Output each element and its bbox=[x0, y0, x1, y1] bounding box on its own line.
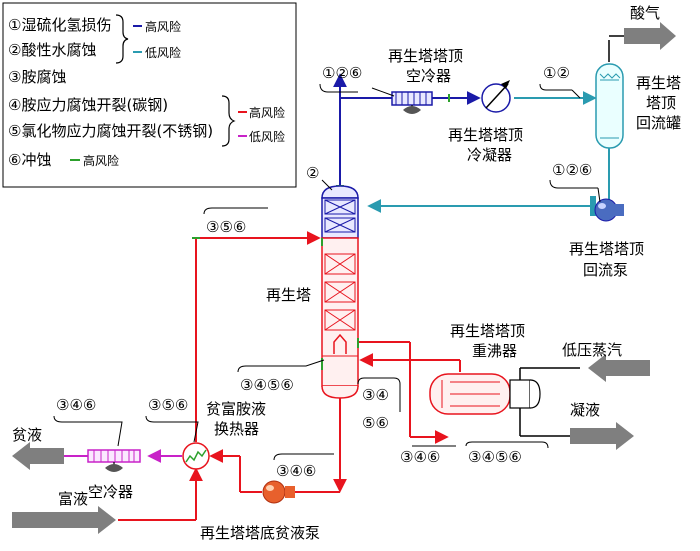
marker-air-cooler-top: ①②⑥ bbox=[322, 64, 362, 82]
marker-column-bottom-a: ③④ bbox=[362, 386, 389, 404]
lean-label: 贫液 bbox=[12, 426, 42, 444]
top-air-cooler-label-2: 空冷器 bbox=[406, 67, 451, 85]
amine-piping bbox=[64, 231, 461, 521]
legend-item-3: ③胺腐蚀 bbox=[8, 68, 66, 86]
bottom-air-cooler bbox=[87, 449, 141, 472]
legend-item-4: ④胺应力腐蚀开裂(碳钢) bbox=[8, 96, 168, 114]
lean-rich-exchanger bbox=[182, 442, 210, 470]
marker-reboiler-in: ③④⑥ bbox=[400, 448, 440, 466]
fan-icon bbox=[105, 464, 123, 472]
reboiler-label-1: 再生塔塔顶 bbox=[450, 322, 525, 340]
reflux-pump bbox=[590, 196, 624, 222]
reboiler bbox=[429, 367, 580, 437]
overhead-piping bbox=[333, 35, 624, 213]
brace-icon bbox=[115, 14, 129, 64]
reflux-pump-label-2: 回流泵 bbox=[583, 261, 628, 279]
exchanger-label-1: 贫富胺液 bbox=[206, 400, 266, 418]
legend-item-1: ①湿硫化氢损伤 bbox=[8, 16, 111, 34]
lean-arrow-icon bbox=[12, 442, 64, 470]
acid-gas-arrow-icon bbox=[624, 22, 676, 50]
fan-icon bbox=[403, 106, 421, 114]
legend-high-2: 高风险 bbox=[249, 105, 285, 120]
marker-air-cooler-bottom: ③④⑥ bbox=[56, 396, 96, 414]
reboiler-label-2: 重沸器 bbox=[472, 342, 517, 360]
top-air-cooler-label-1: 再生塔塔顶 bbox=[388, 47, 463, 65]
regenerator-column bbox=[321, 185, 359, 399]
legend-high-1: 高风险 bbox=[145, 19, 181, 34]
marker-column-side: ③④⑤⑥ bbox=[240, 376, 294, 394]
marker-pump-out: ①②⑥ bbox=[552, 161, 592, 179]
legend-item-5: ⑤氯化物应力腐蚀开裂(不锈钢) bbox=[8, 122, 213, 140]
legend: ①湿硫化氢损伤 ②酸性水腐蚀 ③胺腐蚀 ④胺应力腐蚀开裂(碳钢) ⑤氯化物应力腐… bbox=[2, 2, 297, 188]
top-air-cooler bbox=[391, 91, 433, 114]
marker-reboiler-body: ③④⑤⑥ bbox=[468, 448, 522, 466]
bottom-air-cooler-label: 空冷器 bbox=[88, 483, 133, 501]
bottom-pump bbox=[262, 480, 340, 504]
legend-low-2: 低风险 bbox=[249, 129, 285, 144]
condenser bbox=[481, 80, 511, 113]
condensate-arrow-icon bbox=[570, 422, 634, 450]
marker-column-bottom-b: ⑤⑥ bbox=[362, 414, 389, 432]
acid-gas-label: 酸气 bbox=[630, 4, 660, 22]
condensate-label: 凝液 bbox=[570, 401, 600, 419]
legend-item-6: ⑥冲蚀 bbox=[8, 151, 51, 169]
reflux-drum-label-1: 再生塔 bbox=[636, 74, 681, 92]
marker-column-top: ② bbox=[306, 164, 319, 182]
steam-arrow-icon bbox=[588, 354, 650, 382]
condenser-label-2: 冷凝器 bbox=[467, 146, 512, 164]
reflux-drum-label-3: 回流罐 bbox=[636, 114, 681, 132]
rich-arrow-icon bbox=[12, 506, 116, 534]
legend-low-1: 低风险 bbox=[145, 45, 181, 60]
marker-pump-bottom: ③④⑥ bbox=[276, 462, 316, 480]
reflux-pump-label-1: 再生塔塔顶 bbox=[569, 240, 644, 258]
marker-feed-line: ③⑤⑥ bbox=[206, 218, 246, 236]
bottom-pump-label: 再生塔塔底贫液泵 bbox=[200, 524, 320, 542]
regenerator-label: 再生塔 bbox=[266, 286, 311, 304]
lp-steam-label: 低压蒸汽 bbox=[562, 341, 622, 359]
legend-item-2: ②酸性水腐蚀 bbox=[8, 41, 96, 59]
exchanger-label-2: 换热器 bbox=[214, 420, 259, 438]
brace-icon bbox=[221, 95, 236, 147]
legend-high-3: 高风险 bbox=[83, 153, 119, 168]
damage-markers: ①②⑥ ①② ①②⑥ ② ③⑤⑥ ③④⑤⑥ ③④ ⑤⑥ ③④⑥ ③④⑤⑥ ③⑤⑥… bbox=[53, 64, 601, 480]
reflux-drum-label-2: 塔顶 bbox=[646, 94, 676, 112]
condenser-label-1: 再生塔塔顶 bbox=[448, 126, 523, 144]
marker-reflux-line: ①② bbox=[543, 64, 570, 82]
marker-exchanger-top: ③⑤⑥ bbox=[148, 396, 188, 414]
rich-label: 富液 bbox=[58, 490, 88, 508]
reflux-drum bbox=[595, 63, 624, 149]
